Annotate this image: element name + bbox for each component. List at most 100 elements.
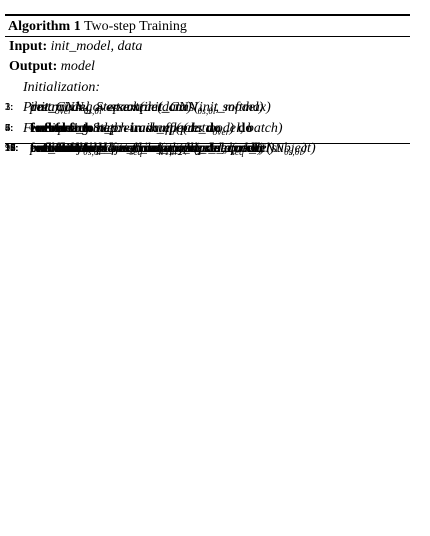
line-number: 7: bbox=[5, 122, 14, 134]
keyword: in bbox=[139, 141, 151, 157]
subscript: seq bbox=[231, 148, 244, 159]
line-code: end for bbox=[30, 119, 73, 139]
subscript: lr bbox=[169, 127, 176, 138]
subscript: seq bbox=[129, 148, 143, 159]
expression: i = 1 bbox=[47, 120, 83, 136]
expression: data bbox=[30, 100, 55, 116]
expression: batch bbox=[106, 141, 145, 157]
expression: n_finetune_epochs bbox=[93, 141, 206, 157]
line-code: model ← reset_lstm_cell_state(model) bbox=[58, 139, 274, 159]
keyword: for each bbox=[44, 120, 93, 136]
expression: ) bbox=[229, 120, 238, 136]
line-code: pre_model ← stack(init_CNNθs,θl, softmax… bbox=[30, 98, 271, 122]
algorithm-caption: Algorithm 1 Two-step Training bbox=[5, 16, 410, 36]
output-line: Output: model bbox=[5, 57, 410, 77]
keyword: to bbox=[82, 120, 94, 136]
subscript: over bbox=[212, 127, 230, 138]
expression: (pre_model, batch) bbox=[175, 120, 283, 136]
expression: model ← adam bbox=[72, 141, 159, 157]
input-keyword: Input: bbox=[9, 39, 48, 54]
line-code: dataover ← oversample(data) bbox=[30, 98, 192, 122]
line-number: 20: bbox=[5, 143, 19, 155]
line-code: end for bbox=[44, 119, 87, 139]
keyword: do bbox=[206, 120, 221, 136]
bottom-rule bbox=[5, 143, 410, 145]
expression: pre_model ← stack(init_CNN bbox=[30, 100, 198, 116]
keyword: end for bbox=[44, 120, 88, 136]
expression: shuffle(data bbox=[142, 120, 213, 136]
subscript: θs,θl bbox=[197, 107, 216, 118]
line-code: for each batch in shuffle(dataover) do bbox=[44, 119, 252, 143]
line-code: end for bbox=[30, 139, 73, 159]
line-code: for i = 1 to n_pretrain_epochs do bbox=[30, 119, 221, 139]
line-number: 12: bbox=[5, 143, 19, 155]
line-number: 4: bbox=[5, 122, 14, 134]
keyword: in bbox=[130, 120, 143, 136]
line-code: return model bbox=[30, 139, 106, 159]
section-finetuning: Fine-tuning Step: bbox=[23, 120, 122, 136]
subscript: over bbox=[54, 107, 72, 118]
line-code: model ← replace_cnns(init_model, pre_CNN… bbox=[30, 139, 307, 163]
expression: ← extract_cnns(init_model) bbox=[101, 100, 264, 116]
expression: pre_CNN bbox=[30, 141, 84, 157]
keyword: for each bbox=[44, 141, 93, 157]
line-number: 15: bbox=[5, 143, 19, 155]
line-number: 5: bbox=[5, 122, 14, 134]
expression: subject_data bbox=[58, 141, 130, 157]
line-number: 11: bbox=[5, 143, 19, 155]
keyword: for each bbox=[58, 141, 107, 157]
line-number: 10: bbox=[5, 143, 19, 155]
input-args: init_model, data bbox=[50, 39, 143, 54]
line-code: for each subject in data do bbox=[44, 139, 197, 159]
expression: ← arrange_sequence(subject) bbox=[142, 141, 316, 157]
keyword: do bbox=[205, 141, 221, 157]
line-code: end for bbox=[44, 139, 87, 159]
line-number: 3: bbox=[5, 102, 14, 114]
expression: model bbox=[68, 141, 107, 157]
line-code: init_CNNθs,θl ← extract_cnns(init_model) bbox=[30, 98, 263, 122]
keyword: end for bbox=[30, 141, 74, 157]
line-number: 17: bbox=[5, 143, 19, 155]
line-code: for i = 1 to n_finetune_epochs do bbox=[30, 139, 221, 159]
output-keyword: Output: bbox=[9, 59, 58, 75]
keyword: end for bbox=[58, 141, 102, 157]
line-code: for each batch in subject_dataseq do bbox=[58, 139, 262, 163]
expression: i = 1 bbox=[47, 141, 83, 157]
expression: batch bbox=[92, 120, 131, 136]
keyword: to bbox=[82, 141, 94, 157]
keyword: in bbox=[144, 141, 157, 157]
caption-title: Two-step Training bbox=[83, 19, 187, 34]
input-line: Input: init_model, data bbox=[5, 37, 410, 57]
keyword: return bbox=[30, 141, 69, 157]
line-code: pre_model ← adamlr(pre_model, batch) bbox=[58, 119, 283, 143]
keyword: do bbox=[182, 141, 198, 157]
subscript: θs,θl bbox=[83, 148, 102, 159]
subscript: lr1,lr2 bbox=[158, 148, 183, 159]
expression: ← oversample(data) bbox=[71, 100, 192, 116]
expression: data bbox=[150, 141, 183, 157]
keyword: end for bbox=[44, 141, 88, 157]
section-pretraining: Pre-training Step: bbox=[23, 100, 125, 116]
keyword: end for bbox=[30, 120, 74, 136]
keyword: do bbox=[237, 120, 253, 136]
output-args: model bbox=[60, 59, 95, 75]
line-number: 19: bbox=[5, 143, 19, 155]
caption-label: Algorithm 1 bbox=[8, 19, 81, 34]
line-number: 14: bbox=[5, 143, 19, 155]
subscript: θs,θl bbox=[284, 148, 303, 159]
keyword: for bbox=[30, 141, 48, 157]
line-number: 18: bbox=[5, 143, 19, 155]
keyword: for bbox=[30, 120, 48, 136]
subscript: θs,θl bbox=[83, 107, 102, 118]
line-number: 8: bbox=[5, 122, 14, 134]
expression: ) bbox=[302, 141, 307, 157]
line-code: pre_CNNθs,θl ← extract_cnns(pre_model) bbox=[30, 139, 262, 163]
line-number: 16: bbox=[5, 143, 19, 155]
line-number: 2: bbox=[5, 102, 14, 114]
top-rule bbox=[5, 14, 410, 16]
expression: n_pretrain_epochs bbox=[93, 120, 207, 136]
line-code: end for bbox=[58, 139, 101, 159]
caption-rule bbox=[5, 36, 410, 37]
line-code: subject_dataseq ← arrange_sequence(subje… bbox=[58, 139, 316, 163]
expression: , softmax) bbox=[215, 100, 271, 116]
